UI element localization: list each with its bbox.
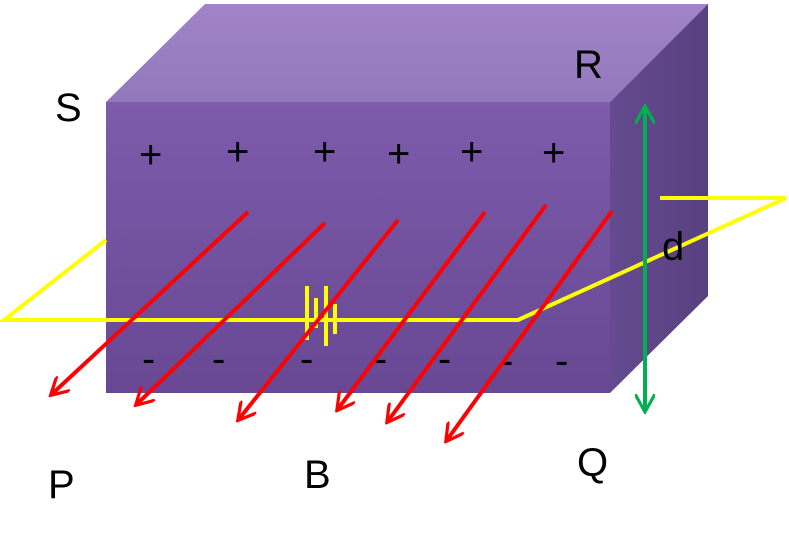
- arrow-down-left-icon: [338, 210, 487, 409]
- plus-sign: +: [460, 130, 483, 174]
- conductor-block: [106, 4, 708, 393]
- circuit-wire-path: [0, 196, 787, 322]
- label-d: d: [662, 225, 684, 269]
- magnetic-field-arrows: [52, 203, 614, 440]
- arrow-down-left-icon: [447, 209, 614, 440]
- plus-sign: +: [387, 132, 410, 176]
- arrow-down-left-icon: [137, 221, 327, 404]
- arrow-down-left-icon: [388, 203, 548, 421]
- label-q: Q: [577, 441, 608, 485]
- label-p: P: [48, 463, 75, 507]
- circuit-wire: [0, 196, 787, 322]
- minus-sign: -: [212, 337, 225, 381]
- block-top-face: [106, 4, 708, 102]
- plus-sign: +: [139, 133, 162, 177]
- minus-sign: -: [300, 337, 313, 381]
- label-b: B: [304, 453, 331, 497]
- minus-sign: -: [555, 339, 568, 383]
- label-s: S: [55, 86, 82, 130]
- arrow-down-left-icon: [239, 218, 400, 419]
- plus-sign: +: [313, 130, 336, 174]
- plus-sign: +: [226, 130, 249, 174]
- arrow-down-left-icon: [52, 210, 250, 394]
- positive-charges: + + + + + +: [139, 130, 565, 177]
- block-front-face: [106, 102, 610, 393]
- plus-sign: +: [542, 131, 565, 175]
- block-side-face: [610, 4, 708, 393]
- label-r: R: [574, 43, 603, 87]
- minus-sign: -: [142, 337, 155, 381]
